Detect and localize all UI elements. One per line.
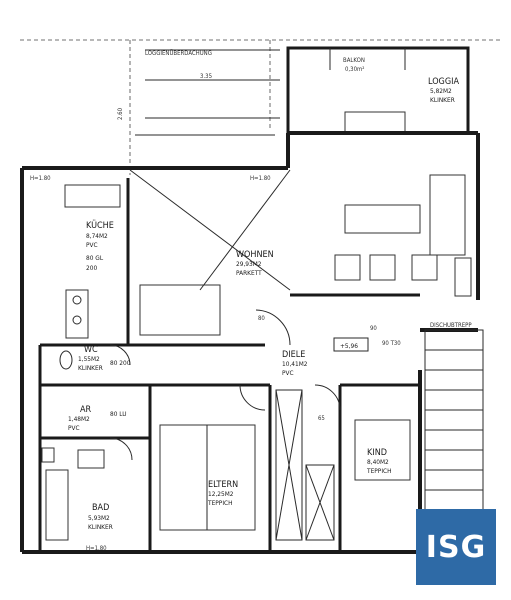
dim-h180-c: H=1.80 — [86, 545, 107, 552]
dim-65: 65 — [318, 415, 325, 422]
kind-floor: TEPPICH — [366, 467, 392, 475]
dim-h180-a: H=1.80 — [30, 175, 51, 182]
bad-area: 5,93M2 — [88, 514, 110, 522]
loggia-label: LOGGIA — [428, 77, 459, 87]
isg-logo: ISG — [416, 509, 496, 585]
grid-lines — [20, 39, 500, 175]
bad-label: BAD — [92, 503, 109, 513]
wohnen-floor: PARKETT — [236, 269, 262, 277]
diele-label: DIELE — [282, 350, 305, 360]
living-furniture — [129, 169, 472, 297]
interior-walls — [38, 178, 420, 552]
stair-label: DISCHUBTREPP — [430, 322, 472, 329]
kuche-floor: PVC — [86, 241, 98, 249]
kuche-label: KÜCHE — [86, 220, 114, 231]
loggia-floor: KLINKER — [430, 96, 455, 104]
wc-floor: KLINKER — [78, 364, 103, 372]
kind-label: KIND — [367, 448, 387, 458]
bathroom-fixtures — [41, 350, 105, 541]
kuche-door-dim: 80 GL — [86, 254, 104, 262]
ar-floor: PVC — [68, 424, 80, 432]
ar-area: 1,48M2 — [68, 415, 90, 423]
ar-label: AR — [80, 405, 92, 415]
door-9030: 90 T30 — [382, 340, 401, 347]
wohnen-label: WOHNEN — [236, 250, 274, 260]
eltern-label: ELTERN — [208, 480, 238, 490]
wohnen-area: 29,93M2 — [236, 260, 262, 268]
balkon-label: BALKON — [343, 57, 365, 64]
level-mark: +5,96 — [340, 342, 358, 350]
logo-text: ISG — [425, 529, 487, 565]
wc-door-dim: 80 200 — [110, 359, 131, 367]
bedroom-furniture — [159, 419, 411, 531]
wardrobes — [275, 389, 335, 541]
loggienuberdachung-label: LOGGIENÜBERDACHUNG — [145, 50, 212, 57]
ar-door-dim: 80 LU — [110, 410, 127, 418]
dim-80: 80 — [258, 315, 265, 322]
kitchen-furniture — [64, 184, 221, 339]
kuche-door-height: 200 — [86, 264, 97, 272]
loggia-area: 5,82M2 — [430, 87, 452, 95]
eltern-area: 12,25M2 — [208, 490, 234, 498]
dim-90: 90 — [370, 325, 377, 332]
wc-label: WC — [84, 345, 98, 355]
diele-floor: PVC — [282, 369, 294, 377]
kind-area: 8,40M2 — [367, 458, 389, 466]
diele-area: 10,41M2 — [282, 360, 308, 368]
dim-h180-b: H=1.80 — [250, 175, 271, 182]
bad-floor: KLINKER — [88, 523, 113, 531]
eltern-floor: TEPPICH — [207, 499, 233, 507]
dim-260: 2.60 — [117, 107, 124, 120]
kuche-area: 8,74M2 — [86, 232, 108, 240]
wc-area: 1,55M2 — [78, 355, 100, 363]
balkon-area: 0,30m² — [345, 66, 364, 73]
dim-335: 3.35 — [200, 73, 212, 80]
door-swings — [109, 309, 341, 461]
